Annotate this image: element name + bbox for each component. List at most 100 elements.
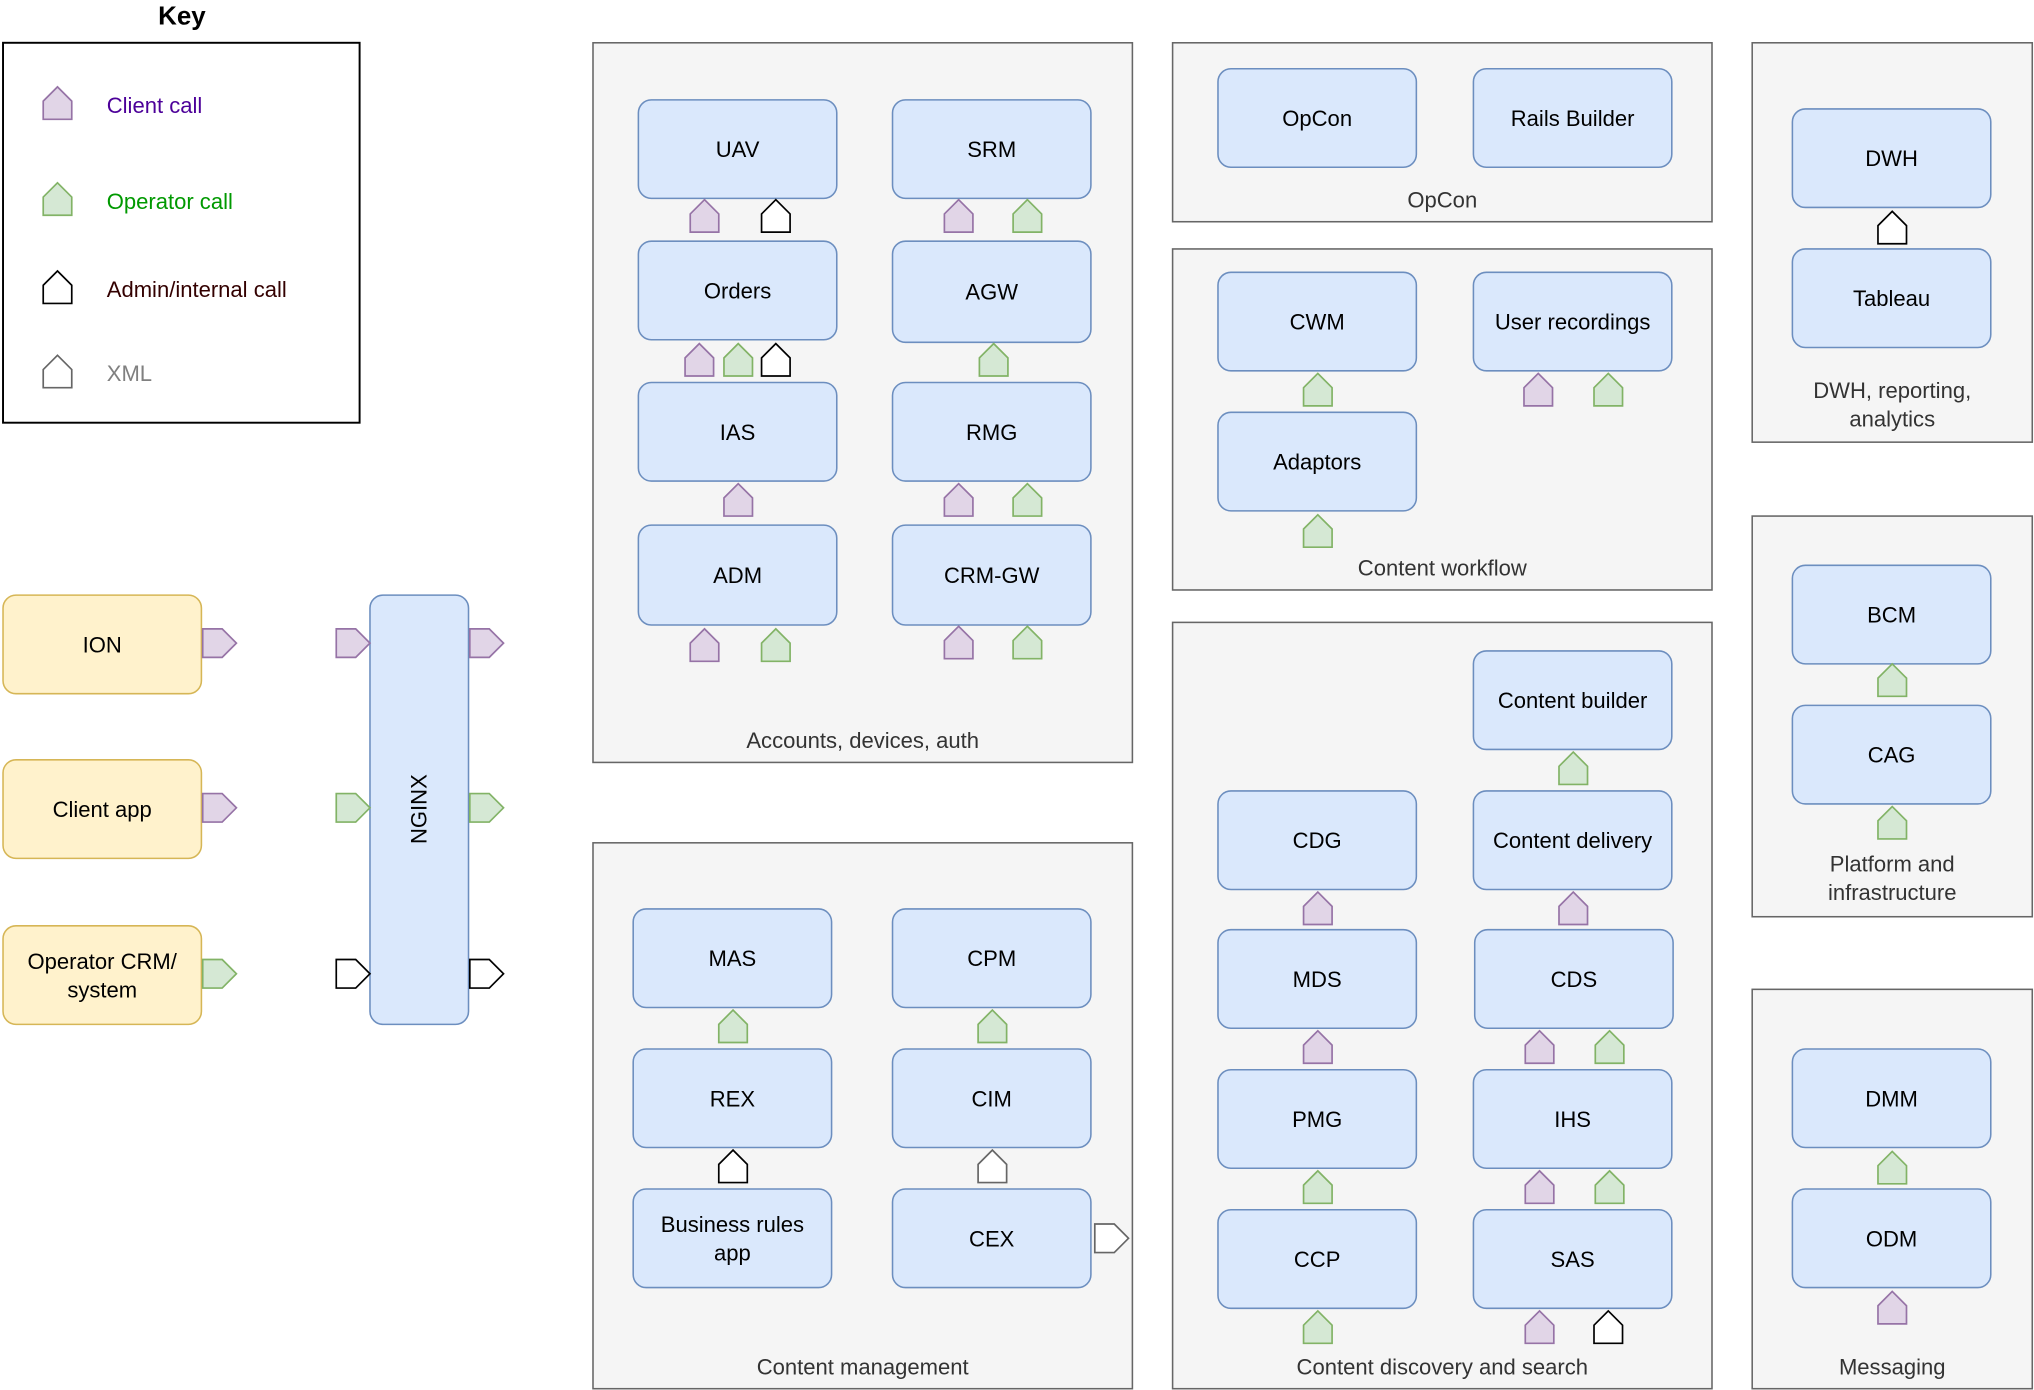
admin-call-icon (760, 342, 791, 377)
operator-call-icon (1594, 1029, 1625, 1065)
node-label: MDS (1293, 966, 1342, 991)
client-call-icon (1524, 1169, 1555, 1205)
service-tableau[interactable]: Tableau (1791, 248, 1992, 349)
key-label-client: Client call (107, 93, 203, 118)
service-content-builder[interactable]: Content builder (1472, 650, 1673, 751)
operator-call-icon (1877, 662, 1908, 698)
node-label: SAS (1551, 1247, 1595, 1272)
client-call-icon (468, 628, 505, 659)
key-title: Key (158, 3, 206, 31)
operator-call-icon (978, 342, 1009, 377)
node-label: CIM (972, 1086, 1012, 1111)
operator-call-icon (1302, 513, 1333, 549)
external-ion[interactable]: ION (2, 594, 203, 695)
service-pmg[interactable]: PMG (1217, 1068, 1418, 1170)
admin-call-icon (42, 269, 73, 305)
service-mds[interactable]: MDS (1217, 928, 1418, 1030)
node-label: IHS (1554, 1107, 1591, 1132)
service-user-recordings[interactable]: User recordings (1472, 271, 1673, 372)
admin-call-icon (760, 198, 791, 233)
service-cdg[interactable]: CDG (1217, 790, 1418, 891)
client-call-icon (1877, 1290, 1908, 1325)
operator-call-icon (717, 1008, 749, 1044)
group-label: Content discovery and search (1297, 1354, 1588, 1379)
service-content-delivery[interactable]: Content delivery (1472, 790, 1673, 891)
service-cpm[interactable]: CPM (891, 908, 1092, 1009)
service-ihs[interactable]: IHS (1472, 1068, 1673, 1170)
node-label: Content delivery (1493, 828, 1652, 853)
client-call-icon (723, 482, 754, 517)
operator-call-icon (1012, 482, 1043, 517)
admin-call-icon (717, 1148, 749, 1184)
service-dwh[interactable]: DWH (1791, 108, 1992, 209)
client-call-icon (943, 198, 974, 233)
service-rex[interactable]: REX (632, 1048, 833, 1149)
external-operator-crm[interactable]: Operator CRM/system (2, 925, 203, 1026)
client-call-icon (201, 628, 238, 659)
service-rails-builder[interactable]: Rails Builder (1472, 67, 1673, 169)
client-call-icon (943, 625, 974, 660)
service-ccp[interactable]: CCP (1217, 1208, 1418, 1310)
service-adm[interactable]: ADM (637, 524, 838, 626)
nginx-gateway[interactable]: NGINX (369, 594, 470, 1026)
service-cag[interactable]: CAG (1791, 704, 1992, 805)
group-label: Content workflow (1358, 556, 1527, 581)
node-label: Adaptors (1273, 449, 1361, 474)
key-label-operator: Operator call (107, 189, 233, 214)
service-cim[interactable]: CIM (891, 1048, 1092, 1149)
service-sas[interactable]: SAS (1472, 1208, 1673, 1310)
node-label: AGW (965, 279, 1018, 304)
service-crm-gw[interactable]: CRM-GW (891, 524, 1092, 626)
operator-call-icon (1877, 805, 1908, 840)
node-label: CDS (1551, 966, 1598, 991)
operator-call-icon (977, 1008, 1008, 1044)
key-item-operator: Operator call (42, 181, 233, 217)
client-call-icon (684, 342, 715, 377)
service-rmg[interactable]: RMG (891, 381, 1092, 482)
service-srm[interactable]: SRM (891, 99, 1092, 200)
service-uav[interactable]: UAV (637, 99, 838, 200)
key-item-client: Client call (42, 85, 203, 121)
node-label: DWH (1865, 146, 1918, 171)
service-orders[interactable]: Orders (637, 240, 838, 341)
service-mas[interactable]: MAS (632, 908, 833, 1009)
node-label: BCM (1867, 602, 1916, 627)
node-label: ODM (1866, 1226, 1917, 1251)
operator-call-icon (42, 181, 73, 217)
service-cex[interactable]: CEX (891, 1188, 1092, 1289)
node-label: ION (83, 632, 122, 657)
node-label: REX (710, 1086, 756, 1111)
service-bcm[interactable]: BCM (1791, 564, 1992, 665)
service-ias[interactable]: IAS (637, 381, 838, 482)
group-label: OpCon (1407, 187, 1477, 212)
client-call-icon (42, 85, 73, 121)
external-client-app[interactable]: Client app (2, 759, 203, 860)
service-opcon[interactable]: OpCon (1217, 67, 1418, 169)
admin-call-icon (335, 958, 372, 989)
key-item-admin: Admin/internal call (42, 269, 287, 305)
service-adaptors[interactable]: Adaptors (1217, 411, 1418, 512)
client-call-icon (689, 198, 720, 233)
node-label: SRM (967, 137, 1016, 162)
node-label: CEX (969, 1226, 1015, 1251)
operator-call-icon (1594, 1169, 1625, 1205)
node-label: Rails Builder (1511, 105, 1635, 130)
service-agw[interactable]: AGW (891, 240, 1092, 344)
node-label: PMG (1292, 1107, 1342, 1132)
key-label-xml: XML (107, 361, 152, 386)
node-label: CWM (1290, 309, 1345, 334)
admin-call-icon (1593, 1309, 1624, 1345)
node-label: User recordings (1495, 309, 1651, 334)
node-label: CDG (1293, 828, 1342, 853)
service-cds[interactable]: CDS (1473, 928, 1674, 1030)
operator-call-icon (1012, 625, 1043, 660)
service-cwm[interactable]: CWM (1217, 271, 1418, 372)
node-label: CPM (967, 946, 1016, 971)
group-label: Content management (757, 1354, 969, 1379)
service-dmm[interactable]: DMM (1791, 1048, 1992, 1149)
operator-call-icon (1558, 750, 1589, 786)
service-odm[interactable]: ODM (1791, 1188, 1992, 1289)
